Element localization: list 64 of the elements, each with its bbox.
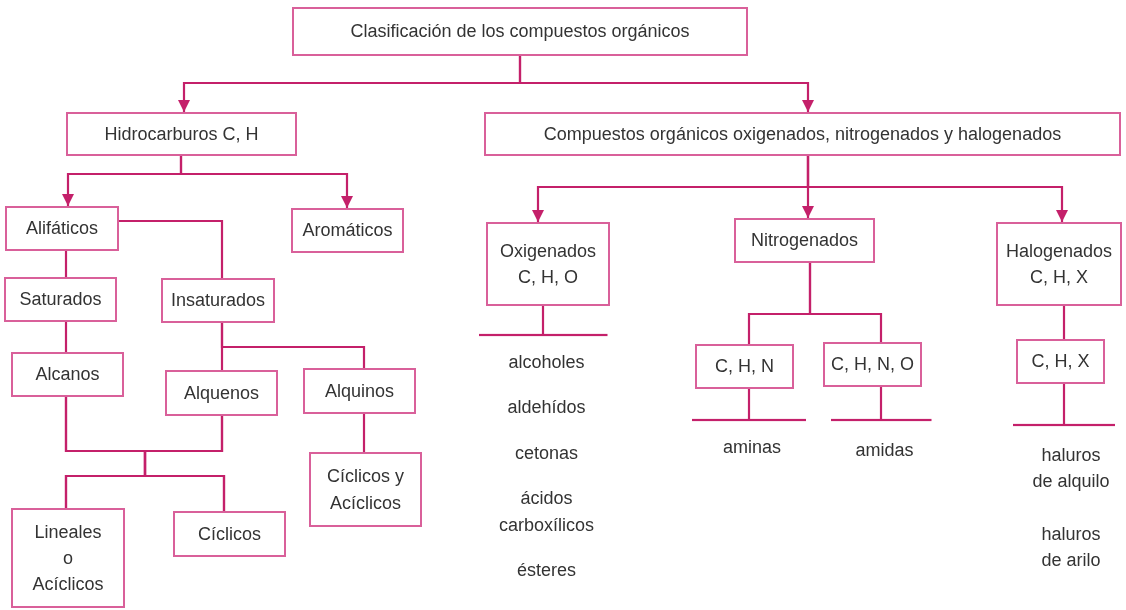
connector-line bbox=[220, 323, 366, 368]
category-label: Compuestos orgánicos oxigenados, nitrogenados y halogenados bbox=[543, 122, 1062, 146]
compound-class-label: cetonas bbox=[514, 441, 578, 465]
category-label: Alquinos bbox=[324, 379, 394, 403]
category-label: Halogenados bbox=[1005, 239, 1113, 263]
category-box bbox=[11, 352, 124, 397]
category-box bbox=[484, 112, 1121, 156]
category-box bbox=[486, 222, 610, 306]
category-label: Oxigenados bbox=[499, 239, 597, 263]
category-box bbox=[173, 511, 286, 557]
category-label: C, H, X bbox=[1031, 350, 1090, 374]
category-label: C, H, X bbox=[1030, 266, 1088, 289]
branch-bar-line bbox=[1013, 384, 1115, 427]
compound-class-label: ácidos carboxílicos bbox=[497, 487, 595, 537]
category-label: Clasificación de los compuestos orgánicos bbox=[350, 20, 690, 44]
category-box bbox=[303, 368, 416, 414]
category-label: Saturados bbox=[19, 288, 102, 312]
category-box bbox=[161, 278, 275, 323]
arrow bbox=[518, 56, 814, 112]
branch-bar-line bbox=[830, 387, 932, 422]
category-box bbox=[292, 7, 748, 56]
category-label: Alquenos bbox=[183, 381, 260, 405]
connector-line bbox=[362, 414, 366, 452]
category-label: Nitrogenados bbox=[750, 229, 859, 253]
connector-line bbox=[1062, 306, 1066, 339]
category-box bbox=[66, 112, 297, 156]
category-label: Cíclicos y Acíclicos bbox=[326, 465, 405, 515]
connector-line bbox=[64, 251, 68, 277]
compound-class-label: haluros de arilo bbox=[1040, 522, 1102, 572]
connector-line bbox=[143, 416, 226, 511]
category-box bbox=[996, 222, 1122, 306]
compound-class-label: aminas bbox=[723, 436, 781, 460]
compound-class-label: amidas bbox=[855, 438, 914, 462]
branch-bar-line bbox=[478, 306, 608, 337]
category-box bbox=[734, 218, 875, 263]
category-label: Aromáticos bbox=[302, 219, 393, 243]
category-label: C, H, N, O bbox=[831, 353, 914, 377]
category-label: Insaturados bbox=[170, 289, 266, 313]
branch-bar-line bbox=[692, 389, 806, 422]
category-label: Cíclicos bbox=[198, 522, 261, 546]
category-box bbox=[1016, 339, 1105, 384]
category-box bbox=[4, 277, 117, 322]
category-label: Alcanos bbox=[35, 363, 100, 387]
connector-line bbox=[119, 219, 224, 278]
compound-class-label: aldehídos bbox=[507, 396, 586, 420]
category-box bbox=[5, 206, 119, 251]
arrow bbox=[806, 156, 1068, 222]
category-label: C, H, N bbox=[715, 355, 774, 379]
connector-line bbox=[64, 322, 68, 352]
category-box bbox=[291, 208, 404, 253]
connector-line bbox=[808, 263, 883, 342]
category-box bbox=[309, 452, 422, 527]
category-label: C, H, O bbox=[518, 266, 578, 289]
compound-class-label: ésteres bbox=[517, 559, 576, 583]
category-box bbox=[165, 370, 278, 416]
category-label: Lineales o Acíclicos bbox=[31, 520, 105, 597]
category-box bbox=[823, 342, 922, 387]
category-label: Alifáticos bbox=[26, 217, 98, 241]
arrow bbox=[179, 156, 353, 208]
category-box bbox=[11, 508, 125, 608]
category-box bbox=[695, 344, 794, 389]
category-label: Hidrocarburos C, H bbox=[104, 122, 259, 146]
compound-class-label: alcoholes bbox=[508, 350, 585, 374]
compound-class-label: haluros de alquilo bbox=[1031, 444, 1111, 494]
